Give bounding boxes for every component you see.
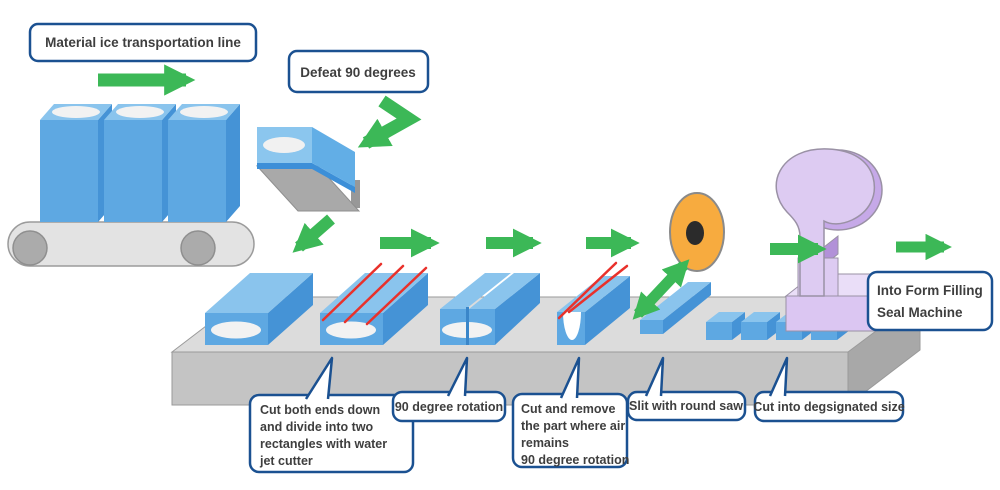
callout-step2: 90 degree rotation — [391, 356, 507, 423]
cut-lines — [557, 261, 629, 320]
callout-step4: Slit with round saw — [626, 356, 747, 422]
callout-step4-line1: Slit with round saw — [629, 399, 743, 413]
label-into-machine: Into Form Filling Seal Machine — [866, 270, 994, 332]
label-defeat-90: Defeat 90 degrees — [287, 49, 430, 94]
callout-step1-line2: and divide into two — [260, 420, 374, 434]
ice-cube — [706, 312, 745, 340]
label-defeat-90-text: Defeat 90 degrees — [300, 65, 416, 80]
conveyor-roller-icon — [12, 230, 48, 266]
callout-step3-line1: Cut and remove — [521, 402, 616, 416]
callout-step5: Cut into degsignated size — [753, 356, 905, 423]
callout-step3-line4: 90 degree rotation — [521, 453, 629, 467]
station-waterjet-block — [320, 262, 428, 345]
callout-step5-line1: Cut into degsignated size — [753, 400, 904, 414]
callout-step3-line3: remains — [521, 436, 569, 450]
ice-block — [40, 104, 112, 222]
label-into-machine-line1: Into Form Filling — [877, 283, 983, 298]
callout-step2-line1: 90 degree rotation — [395, 400, 503, 414]
callout-step1-line1: Cut both ends down — [260, 403, 380, 417]
cut-lines — [321, 262, 428, 326]
raw-ice-blocks — [40, 104, 240, 222]
ice-block — [168, 104, 240, 222]
flow-arrow-bent-icon — [357, 95, 422, 149]
label-into-machine-line2: Seal Machine — [877, 305, 963, 320]
label-transport-line-text: Material ice transportation line — [45, 35, 241, 50]
round-saw-icon — [669, 192, 725, 272]
station-notched-block — [557, 261, 630, 345]
label-transport-line: Material ice transportation line — [28, 22, 258, 63]
station-split-block — [440, 273, 540, 345]
flow-arrow-icon — [292, 214, 335, 253]
tilted-ice-block-station — [255, 127, 361, 212]
ice-block — [104, 104, 176, 222]
station-lying-block — [205, 273, 313, 345]
callout-step3-line2: the part where air — [521, 419, 625, 433]
callout-step1-line4: jet cutter — [259, 454, 313, 468]
callout-step3: Cut and remove the part where air remain… — [511, 356, 629, 469]
flow-arrow-double-icon — [632, 259, 690, 320]
conveyor-roller-icon — [180, 230, 216, 266]
conveyor-belt — [7, 221, 255, 267]
callout-step1: Cut both ends down and divide into two r… — [248, 356, 415, 474]
ice-cube — [741, 312, 780, 340]
callout-step1-line3: rectangles with water — [260, 437, 387, 451]
